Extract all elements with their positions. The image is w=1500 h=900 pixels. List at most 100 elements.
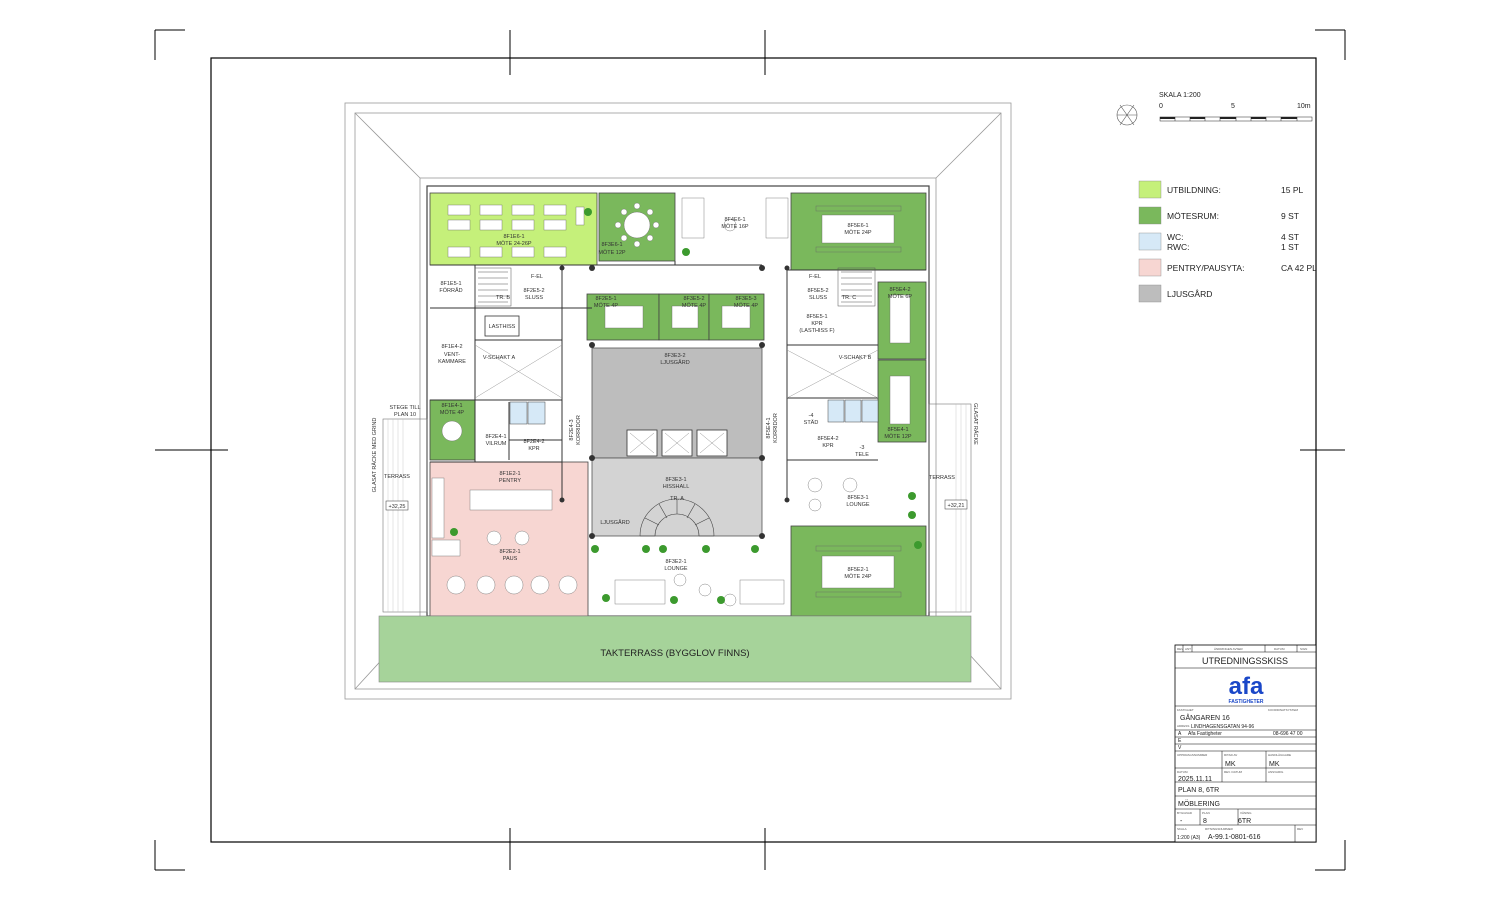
- legend-swatch-motesrum: [1138, 206, 1162, 225]
- glas-right-label: GLASAT RÄCKE: [972, 403, 979, 445]
- north-arrow-icon: [1116, 104, 1138, 126]
- scale-bar: SKALA 1:200 0 5 10m: [1159, 92, 1313, 122]
- title-block: REV ANT ÄNDRINGEN AVSER DATUM SIGN UTRED…: [1174, 644, 1317, 843]
- elevators: [484, 315, 728, 457]
- tb-hdr-datum: DATUM: [1274, 647, 1285, 651]
- trb-label: TR. B: [496, 295, 510, 301]
- tb-lbl-ritad: RITAD AV: [1224, 753, 1237, 757]
- tb-lbl-rev: REV: [1297, 827, 1303, 831]
- tb-row-v: V: [1178, 745, 1182, 751]
- tb-hdr-andring: ÄNDRINGEN AVSER: [1214, 647, 1243, 651]
- tb-datum: 2025.11.11: [1178, 776, 1212, 783]
- tb-title: UTREDNINGSSKISS: [1202, 656, 1288, 666]
- room-label-2e4c: 8F2E4-3KORRIDOR: [569, 415, 582, 445]
- furniture-round-table: [614, 202, 660, 248]
- tb-ritnr: A-99.1-0801-616: [1208, 834, 1261, 841]
- tb-skala: 1:200 (A3): [1177, 835, 1201, 841]
- legend-value-wc: 4 ST: [1281, 232, 1299, 242]
- tb-lbl-ansvarig: ANSVARIG: [1268, 770, 1284, 774]
- tb-hdr-rev: REV: [1177, 647, 1183, 651]
- tb-ritad: MK: [1225, 761, 1236, 768]
- level-right-label: +32,21: [948, 503, 965, 509]
- tb-lbl-rev-datum: REV. DATUM: [1224, 770, 1243, 774]
- tb-lbl-plan: PLAN: [1202, 811, 1210, 815]
- fel-left-label: F-EL: [531, 274, 543, 280]
- takterrass-label: TAKTERRASS (BYGGLOV FINNS): [600, 648, 749, 659]
- crop-marks: [154, 29, 1346, 871]
- furniture-small-meeting: [441, 294, 911, 442]
- tb-phone: 08-696 47 00: [1273, 731, 1303, 737]
- tb-lbl-ritnr: RITNINGSNUMMER: [1205, 827, 1234, 831]
- room-label-3e3l: LJUSGÅRD: [600, 519, 629, 526]
- legend-label-motesrum: MÖTESRUM:: [1167, 211, 1219, 221]
- lasthiss-label: LASTHISS: [489, 324, 516, 330]
- tb-innehall: MÖBLERING: [1178, 800, 1220, 808]
- scale-tick-5: 5: [1231, 103, 1235, 110]
- tb-lbl-byggnad: BYGGNAD: [1177, 811, 1193, 815]
- wc-right-3: [861, 399, 879, 423]
- trc-label: TR. C: [842, 295, 856, 301]
- tb-lbl-koord: KOORDINATSYSTEM: [1268, 708, 1298, 712]
- terrace-left: [382, 418, 428, 613]
- furniture-conference-5e2: [815, 545, 902, 598]
- legend-swatch-pentry: [1138, 258, 1162, 277]
- building-outline: [344, 102, 1012, 700]
- legend-swatch-wc: [1138, 232, 1162, 251]
- tb-lbl-fastighet: FASTIGHET: [1177, 708, 1194, 712]
- legend-value-utbildning: 15 PL: [1281, 185, 1303, 195]
- legend-label-utbildning: UTBILDNING:: [1167, 185, 1221, 195]
- wc-left-2: [527, 401, 546, 425]
- tb-fastighet: GÅNGAREN 16: [1180, 713, 1230, 722]
- furniture-conference-5e6: [815, 205, 902, 253]
- tb-handlaggare: MK: [1269, 761, 1280, 768]
- legend-label-rwc: RWC:: [1167, 242, 1190, 252]
- vschakt-b-label: V-SCHAKT B: [839, 355, 872, 361]
- tra-label: TR. A: [670, 496, 684, 502]
- legend-label-wc: WC:: [1167, 232, 1184, 242]
- room-label-5e4k: 8F5E4-1KORRIDOR: [766, 413, 779, 443]
- misc-labels: V-SCHAKT A V-SCHAKT B LASTHISS F-EL F-EL…: [371, 274, 979, 659]
- legend-value-motesrum: 9 ST: [1281, 211, 1299, 221]
- scale-tick-0: 0: [1159, 103, 1163, 110]
- fel-right-label: F-EL: [809, 274, 821, 280]
- diagonal-shafts: [474, 344, 879, 399]
- tb-lbl-datum: DATUM: [1177, 770, 1188, 774]
- sheet-border: [210, 57, 1317, 843]
- tb-byggnad: -: [1180, 818, 1183, 825]
- tb-vaning: 6TR: [1238, 818, 1251, 825]
- afa-logo: afa: [1229, 673, 1264, 700]
- scale-title: SKALA 1:200: [1159, 92, 1201, 99]
- tb-lbl-uppdrag: UPPDRAGSNUMMER: [1177, 753, 1208, 757]
- tb-company: Afa Fastigheter: [1188, 731, 1222, 737]
- terrass-left-label: TERRASS: [384, 474, 410, 480]
- plants: [450, 208, 922, 604]
- ljusgard-lower: [591, 457, 763, 537]
- tb-row-e: E: [1178, 738, 1182, 744]
- tb-lbl-adress: ADRESS: [1177, 724, 1189, 728]
- legend-value-pentry: CA 42 PL: [1281, 263, 1317, 273]
- legend-swatch-ljusgard: [1138, 284, 1162, 303]
- tb-row-a: A: [1178, 731, 1182, 737]
- furniture-utbildning: [447, 204, 585, 258]
